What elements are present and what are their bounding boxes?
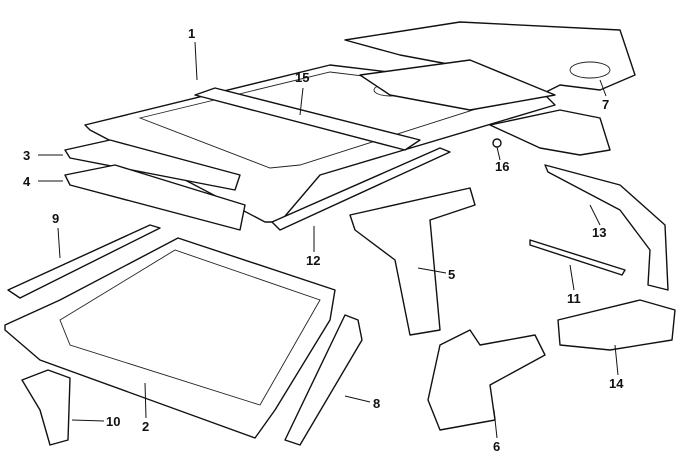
part-9-pillar-trim	[7, 224, 161, 299]
callout-3: 3	[23, 148, 31, 163]
callout-2: 2	[142, 419, 150, 434]
callout-9: 9	[52, 211, 60, 226]
callout-6: 6	[493, 439, 501, 454]
part-5-b-pillar	[349, 187, 476, 336]
part-10-bracket	[21, 369, 71, 446]
part-1-sunroof-opening	[138, 71, 521, 169]
callout-5: 5	[448, 267, 456, 282]
part-16-rear-corner	[489, 109, 611, 156]
callout-15: 15	[295, 70, 310, 85]
callout-8: 8	[373, 396, 381, 411]
callout-4: 4	[23, 174, 31, 189]
part-4-header-inner	[64, 164, 246, 231]
callout-10: 10	[106, 414, 121, 429]
part-8-pillar	[284, 314, 363, 446]
part-12-strip	[271, 147, 451, 231]
part-16-grommet	[492, 138, 502, 148]
part-2-frame-opening	[59, 249, 321, 406]
part-11-strip	[529, 239, 626, 276]
callout-7: 7	[602, 97, 610, 112]
callout-11: 11	[567, 291, 581, 306]
callout-13: 13	[592, 225, 607, 240]
part-7-rear-shelf	[344, 21, 636, 96]
callout-14: 14	[609, 376, 624, 391]
callout-16: 16	[495, 159, 510, 174]
callout-1: 1	[188, 26, 196, 41]
part-14-sill	[557, 299, 676, 351]
callout-12: 12	[306, 253, 321, 268]
leader-lines	[38, 41, 619, 439]
part-3-header	[64, 139, 241, 191]
part-13-c-pillar	[544, 164, 669, 291]
part-6-rear-pillar	[427, 329, 546, 431]
part-15-sunroof-rail	[194, 87, 421, 151]
part-2-windshield-frame	[4, 237, 336, 439]
